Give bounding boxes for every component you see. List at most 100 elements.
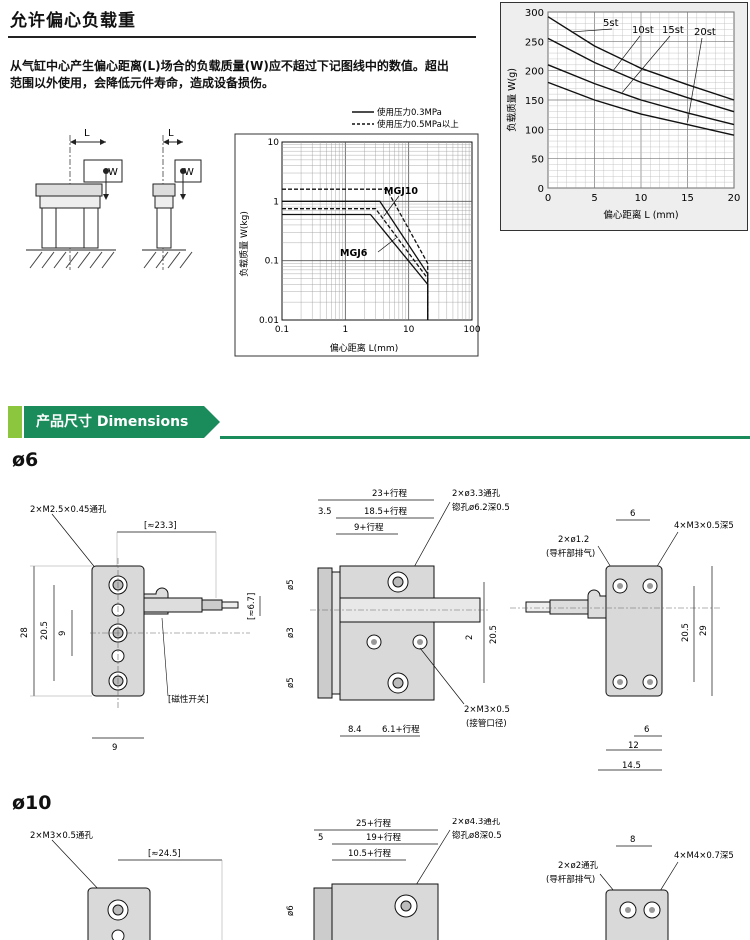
description-line: 从气缸中心产生偏心距离(L)场合的负载质量(W)应不超过下记图线中的数值。超出	[10, 59, 449, 73]
legend-item: 使用压力0.5MPa以上	[377, 119, 459, 130]
bore-size-label: ø10	[12, 792, 52, 814]
dim-label: 20.5	[681, 623, 691, 642]
dim-label: 19+行程	[366, 832, 401, 843]
sketch-vertical: L W	[142, 128, 202, 270]
dim-label: 6.1+行程	[382, 724, 420, 735]
dim-label: 20.5	[40, 621, 50, 640]
dim-label: 6	[644, 725, 649, 735]
dim-label: 6	[630, 509, 635, 519]
y-tick-label: 150	[525, 96, 544, 107]
phi6-end-view: 6 2×ø1.2 (导杆部排气) 4×M3×0.5深5 20.5 29 6 12…	[510, 509, 734, 771]
dim-label: 4×M3×0.5深5	[674, 521, 734, 531]
phi6-top-view: 23+行程 3.5 18.5+行程 9+行程 2×ø3.3通孔 锪孔ø6.2深0…	[286, 488, 510, 737]
series-label-5st: 5st	[603, 18, 619, 29]
dim-label: [≈24.5]	[148, 849, 181, 859]
annotation-leader	[383, 195, 400, 217]
annotation-mgj10: MGJ10	[384, 186, 418, 197]
chart-x-label: 偏心距离 L(mm)	[330, 342, 398, 354]
x-tick-label: 0.1	[275, 325, 289, 335]
legend-item: 使用压力0.3MPa	[377, 107, 442, 118]
y-tick-label: 100	[525, 125, 544, 136]
section-description: 从气缸中心产生偏心距离(L)场合的负载质量(W)应不超过下记图线中的数值。超出 …	[10, 58, 480, 92]
dim-label: 2×ø1.2	[558, 535, 589, 545]
dim-label: [≈6.7]	[247, 593, 257, 620]
dim-label: 8	[630, 835, 635, 845]
dim-label: 20.5	[489, 625, 499, 644]
dim-label: 14.5	[622, 761, 641, 771]
series-line-20st	[547, 81, 735, 136]
description-line: 范围以外使用，会降低元件寿命，造成设备损伤。	[10, 76, 275, 90]
dim-label: 9+行程	[354, 522, 384, 533]
dim-label: 2×ø4.3通孔	[452, 818, 501, 827]
chart-y-label: 负载质量 W(g)	[506, 68, 518, 132]
dim-label: 2×ø2通孔	[558, 860, 599, 871]
dim-label: 9	[58, 631, 68, 636]
dim-label: 28	[20, 627, 30, 638]
dim-label: 8.4	[348, 725, 362, 735]
dim-label: 29	[699, 625, 709, 636]
x-tick-label: 15	[681, 193, 694, 204]
y-tick-label: 1	[273, 197, 279, 207]
chart-y-label: 负载质量 W(kg)	[238, 211, 250, 277]
dim-label: 锪孔ø6.2深0.5	[452, 502, 510, 513]
dim-label: 2×M3×0.5	[464, 705, 510, 715]
dim-label: 2×M3×0.5通孔	[30, 830, 93, 841]
series-label-20st: 20st	[694, 27, 716, 38]
sketch-L-label: L	[84, 128, 90, 139]
dimensions-title: 产品尺寸 Dimensions	[36, 414, 189, 430]
y-tick-label: 50	[531, 155, 544, 166]
phi10-top-view: 5 25+行程 19+行程 10.5+行程 2×ø4.3通孔 锪孔ø8深0.5 …	[286, 818, 502, 940]
dim-label: 4×M4×0.7深5	[674, 851, 734, 861]
dim-label: 2×M2.5×0.45通孔	[30, 504, 107, 515]
series-leader	[687, 37, 703, 123]
dim-label: 锪孔ø8深0.5	[452, 830, 502, 841]
dim-label: 25+行程	[356, 818, 391, 829]
load-sketch: L W L W	[26, 128, 202, 270]
y-tick-label: 250	[525, 37, 544, 48]
y-tick-label: 0.1	[265, 257, 279, 267]
y-tick-label: 300	[525, 8, 544, 19]
dim-label: (导杆部排气)	[546, 874, 595, 885]
series-line-5st	[547, 16, 735, 101]
dim-label: 2	[465, 635, 475, 640]
dim-label: (导杆部排气)	[546, 548, 595, 559]
sketch-L-label: L	[168, 128, 174, 139]
series-line-15st	[547, 64, 735, 126]
x-tick-label: 20	[728, 193, 741, 204]
dim-label: ø5	[286, 579, 296, 590]
phi6-side-view: 2×M2.5×0.45通孔 [≈23.3] 28 20.5 9 [≈6.7] […	[20, 504, 261, 753]
series-line-10st	[547, 37, 735, 113]
x-tick-label: 1	[342, 325, 348, 335]
section-divider	[8, 36, 476, 38]
dim-label: 12	[628, 741, 639, 751]
dim-label: 18.5+行程	[364, 506, 408, 517]
series-leader	[622, 35, 671, 93]
phi10-side-view: 2×M3×0.5通孔 [≈24.5]	[30, 830, 223, 940]
dim-label: 3.5	[318, 507, 332, 517]
drawing-phi10: 2×M3×0.5通孔 [≈24.5] 5 25+行程 19+行程 10.5+行程…	[30, 818, 734, 940]
series-leader	[612, 35, 641, 71]
y-tick-label: 200	[525, 67, 544, 78]
dim-label: 10.5+行程	[348, 848, 392, 859]
plot-area	[281, 141, 473, 321]
chart-legend: 使用压力0.3MPa 使用压力0.5MPa以上	[352, 107, 459, 130]
bore-size-label: ø6	[12, 449, 39, 471]
x-tick-label: 0	[545, 193, 551, 204]
phi10-end-view: 8 2×ø2通孔 (导杆部排气) 4×M4×0.7深5	[546, 835, 734, 940]
annotation-leader	[377, 237, 397, 253]
series-leader	[571, 28, 613, 33]
series-line-mgj6-dashed	[282, 208, 429, 320]
dim-label: (接管口径)	[466, 718, 507, 729]
dim-label: 9	[112, 743, 117, 753]
dim-label: [≈23.3]	[144, 521, 177, 531]
y-tick-label: 0.01	[259, 316, 279, 326]
section-title: 允许偏心负载重	[10, 11, 136, 31]
dim-label: [磁性开关]	[168, 694, 209, 705]
sketch-W-label: W	[184, 167, 194, 178]
y-tick-label: 0	[538, 184, 544, 195]
dim-label: 23+行程	[372, 488, 407, 499]
annotation-mgj6: MGJ6	[340, 248, 368, 259]
drawing-phi6: 2×M2.5×0.45通孔 [≈23.3] 28 20.5 9 [≈6.7] […	[20, 488, 734, 771]
